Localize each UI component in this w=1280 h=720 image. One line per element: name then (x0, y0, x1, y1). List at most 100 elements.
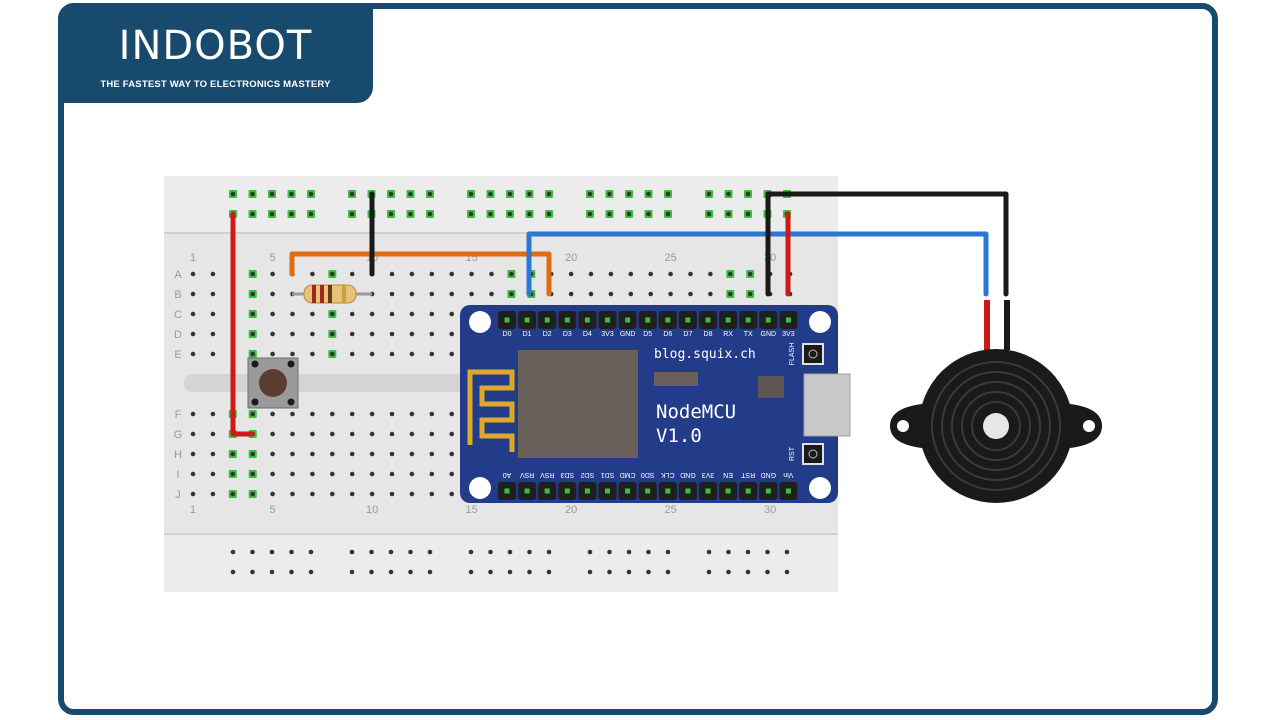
hole (210, 351, 216, 357)
rail-hole (427, 569, 433, 575)
hole (449, 471, 455, 477)
rail-hole (587, 549, 593, 555)
hole (389, 351, 395, 357)
hole (290, 451, 295, 457)
rail-hole (427, 549, 433, 555)
hole (250, 311, 255, 317)
hole (210, 451, 216, 457)
hole (210, 291, 216, 297)
hole (728, 291, 733, 297)
hole (747, 271, 753, 277)
hole (369, 491, 375, 497)
hole (469, 271, 474, 277)
column-number: 25 (664, 252, 676, 264)
hole (369, 351, 375, 357)
hole (429, 451, 435, 457)
column-number: 15 (465, 504, 477, 516)
pin-label: SD2 (580, 471, 594, 478)
hole (330, 351, 335, 357)
pin-label: D1 (523, 331, 532, 338)
pin-label: SD1 (601, 471, 615, 478)
hole (389, 291, 395, 297)
hole (369, 431, 375, 437)
hole (290, 471, 295, 477)
rail-hole (507, 549, 513, 555)
piezo-buzzer (890, 300, 1102, 503)
row-label: I (176, 469, 179, 481)
hole (409, 311, 415, 317)
pin-label: TX (744, 331, 753, 338)
rail-hole (408, 211, 413, 217)
row-label: D (174, 329, 182, 341)
rail-hole (269, 191, 275, 197)
hole (409, 331, 415, 337)
rail-hole (269, 549, 275, 555)
rail-hole (250, 191, 255, 197)
hole (489, 271, 494, 277)
rail-hole (626, 549, 632, 555)
push-button[interactable] (247, 357, 299, 409)
hole (310, 271, 315, 277)
pin (705, 317, 711, 323)
rail-hole (626, 191, 632, 197)
rail-hole (230, 191, 236, 197)
hole (389, 491, 395, 497)
rail-hole (706, 549, 712, 555)
pin (785, 317, 791, 323)
hole (250, 411, 255, 417)
hole (389, 451, 395, 457)
hole (349, 311, 355, 317)
hole (330, 491, 335, 497)
pin (625, 317, 631, 323)
hole (230, 451, 236, 457)
rail-hole (626, 211, 632, 217)
pin-label: D3 (563, 331, 572, 338)
hole (290, 311, 295, 317)
hole (330, 271, 335, 277)
rail-hole (626, 569, 632, 575)
rail-hole (706, 191, 712, 197)
hole (270, 471, 275, 477)
rail-hole (289, 569, 294, 575)
pin-label: D6 (663, 331, 672, 338)
hole (509, 271, 514, 277)
hole (449, 491, 455, 497)
pin (745, 488, 751, 494)
wire-red-power-button (230, 211, 255, 437)
column-number: 5 (270, 504, 276, 516)
hole (210, 491, 216, 497)
row-label: F (175, 409, 182, 421)
rail-hole (488, 549, 493, 555)
rail-hole (587, 211, 593, 217)
row-label: B (174, 289, 181, 301)
pin (645, 488, 651, 494)
hole (509, 291, 514, 297)
hole (369, 471, 375, 477)
rail-hole (230, 549, 236, 555)
hole (230, 491, 236, 497)
hole (409, 471, 415, 477)
hole (349, 351, 355, 357)
esp-chip (518, 350, 638, 458)
row-label: G (174, 429, 183, 441)
hole (190, 311, 196, 317)
rail-hole (250, 549, 255, 555)
hole (290, 331, 295, 337)
pin (685, 488, 691, 494)
hole (250, 271, 255, 277)
hole (190, 271, 196, 277)
hole (409, 351, 415, 357)
hole (210, 431, 216, 437)
pin-label: GND (761, 331, 777, 338)
hole (330, 331, 335, 337)
hole (449, 331, 455, 337)
pin-label: 3V3 (782, 331, 795, 338)
rail-hole (349, 549, 355, 555)
pin-label: RSV (540, 471, 555, 478)
rail-hole (607, 191, 612, 197)
pin-label: EN (723, 471, 733, 478)
hole (449, 411, 455, 417)
hole (330, 471, 335, 477)
hole (469, 291, 474, 297)
pin-label: D0 (503, 331, 512, 338)
